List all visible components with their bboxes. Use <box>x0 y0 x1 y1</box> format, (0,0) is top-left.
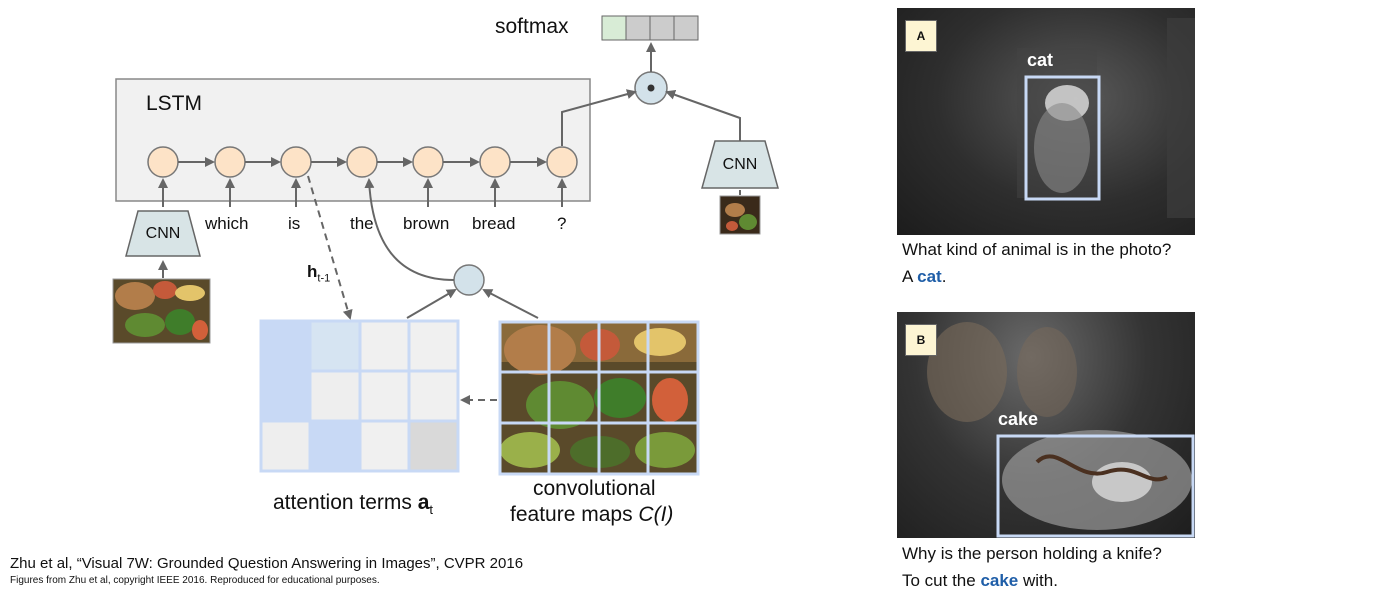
conv-feature-label-line2: feature maps C(I) <box>510 503 673 527</box>
example-b-answer-highlight: cake <box>980 571 1019 590</box>
word-brown: brown <box>403 214 450 233</box>
example-b-answer-prefix: To cut the <box>902 571 981 590</box>
example-a-answer-highlight: cat <box>917 267 942 286</box>
cnn-right-label: CNN <box>722 156 758 173</box>
example-b-scene <box>927 322 1195 538</box>
example-a-image: A cat <box>897 8 1195 235</box>
example-a-scene <box>1017 18 1195 218</box>
citation-main: Zhu et al, “Visual 7W: Grounded Question… <box>10 555 524 572</box>
example-b-panel: B cake Why is the person holding a knife… <box>897 312 1197 597</box>
hidden-state-sub: t-1 <box>317 272 331 285</box>
example-b-image: B cake <box>897 312 1195 538</box>
example-a-answer-suffix: . <box>941 267 947 286</box>
example-a-tag: A <box>905 20 937 52</box>
cnn-right <box>701 140 779 189</box>
diagram-graphics <box>112 15 779 476</box>
word-question-mark: ? <box>557 214 567 233</box>
example-b-tag: B <box>905 324 937 356</box>
lstm-nodes <box>147 146 578 178</box>
softmax-label: softmax <box>495 15 569 38</box>
example-a-bounding-box <box>1024 75 1101 201</box>
hidden-state-label: ht-1 <box>307 262 330 284</box>
example-a-box-label: cat <box>1027 50 1054 70</box>
example-b-bounding-box <box>996 434 1195 538</box>
conv-feature-label-line1: convolutional <box>533 477 656 500</box>
hidden-state-h: h <box>307 262 318 281</box>
attention-grid <box>259 319 460 473</box>
example-b-question: Why is the person holding a knife? <box>902 544 1162 563</box>
attention-terms-text: attention terms <box>273 491 418 514</box>
conv-feature-text: feature maps <box>510 503 639 526</box>
attention-terms-sub: t <box>429 502 434 518</box>
example-a-panel: A cat What kind of animal is in the phot… <box>897 8 1197 293</box>
word-bread: bread <box>472 214 516 233</box>
example-a-question: What kind of animal is in the photo? <box>902 240 1172 259</box>
citation-note: Figures from Zhu et al, copyright IEEE 2… <box>10 575 380 586</box>
lstm-box <box>115 78 591 202</box>
input-image-left <box>112 278 211 344</box>
cnn-left <box>125 210 201 257</box>
example-b-box-label: cake <box>998 409 1039 429</box>
feature-maps-image <box>498 320 700 476</box>
combine-node-attention <box>453 264 485 296</box>
attention-terms-a: a <box>417 491 430 514</box>
attention-terms-label: attention terms at <box>273 491 433 517</box>
example-b-answer: To cut the cake with. <box>902 571 1058 591</box>
lstm-label: LSTM <box>146 92 203 115</box>
vqa-attention-diagram: softmax LSTM CNN CNN which is the brown … <box>112 15 779 527</box>
input-image-right <box>719 195 761 235</box>
word-which: which <box>205 214 249 233</box>
word-the: the <box>350 214 374 233</box>
softmax-bar <box>601 15 699 41</box>
example-a-answer: A cat. <box>902 267 946 287</box>
word-is: is <box>288 214 301 233</box>
example-b-answer-suffix: with. <box>1018 571 1058 590</box>
hidden-state-arrow <box>307 175 353 320</box>
example-a-answer-prefix: A <box>902 267 918 286</box>
conv-feature-ci: C(I) <box>638 503 674 526</box>
cnn-left-label: CNN <box>145 225 181 242</box>
